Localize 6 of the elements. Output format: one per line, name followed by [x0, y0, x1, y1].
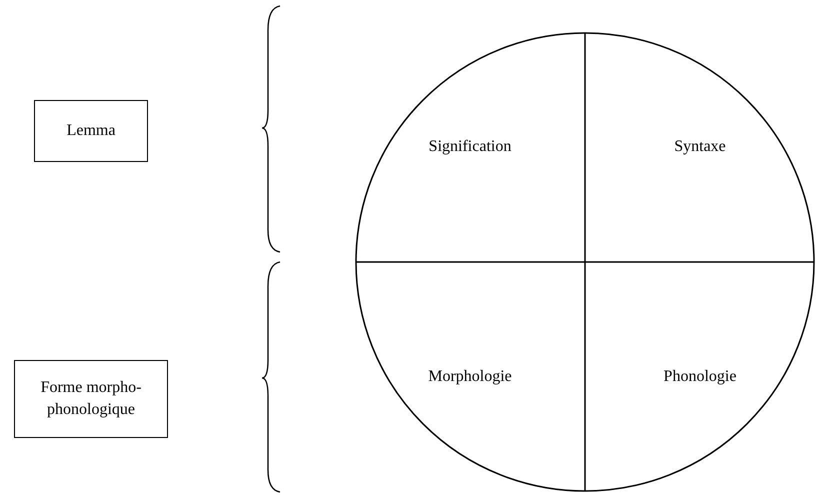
label-box: Lemma [34, 100, 148, 162]
quadrant-label: Signification [428, 138, 512, 156]
quadrant-label: Syntaxe [674, 138, 726, 156]
quadrant-label: Morphologie [428, 368, 512, 386]
label-box: Forme morpho-phonologique [14, 360, 168, 438]
quadrant-label: Phonologie [664, 368, 736, 386]
